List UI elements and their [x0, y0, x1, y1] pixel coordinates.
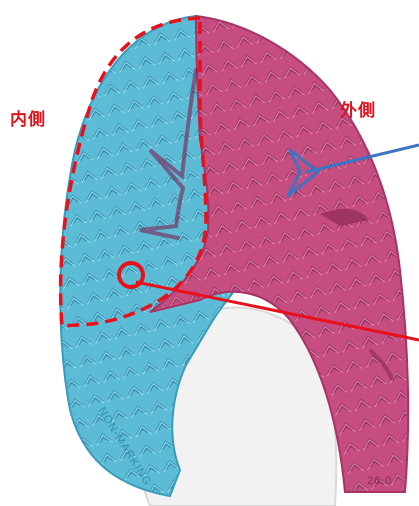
- inner-side-label: 内側: [10, 112, 46, 129]
- outer-side-label: 外側: [340, 103, 376, 120]
- size-text: 26.0: [367, 475, 392, 487]
